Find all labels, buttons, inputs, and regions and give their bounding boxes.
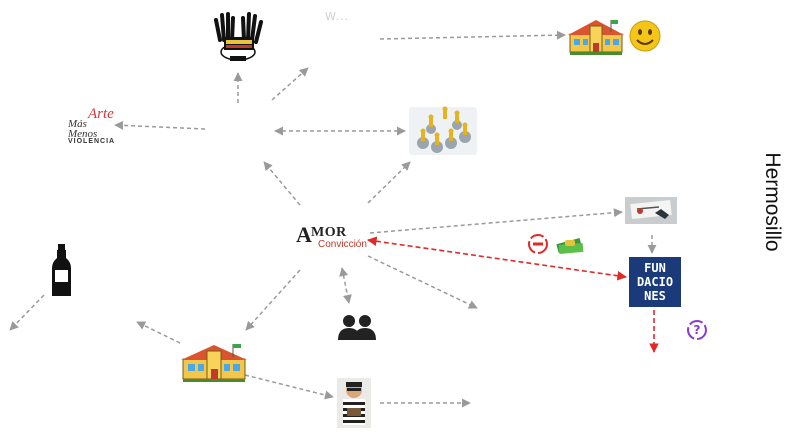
svg-text:?: ? (694, 323, 701, 337)
fundaciones-logo: FUN DACIO NES (629, 257, 681, 307)
arrow-double-people (339, 267, 352, 304)
arte-logo-line3: Menos (68, 128, 98, 140)
arrow-school-to-prisoner (244, 374, 334, 400)
amor-logo-initial: A (296, 222, 312, 247)
amor-conviccion-logo: A MOR Convicción (296, 218, 376, 254)
fundaciones-line3: NES (644, 289, 666, 303)
smiley-face-icon (629, 20, 661, 52)
prisoner-icon (337, 378, 371, 428)
city-label: Hermosillo (761, 152, 784, 252)
arrow-up-right (271, 67, 309, 101)
city-label-container: Hermosillo (752, 142, 792, 262)
arrow-center-up-left (263, 161, 301, 206)
arrow-school-left (136, 321, 181, 344)
arrow-center-to-network (367, 161, 411, 204)
hand-writing-photo-icon (625, 197, 677, 224)
amor-logo-rest: MOR (311, 225, 347, 240)
question-circle-icon: ? (687, 320, 707, 340)
arrow-bottle-down-left (9, 294, 45, 331)
arrow-center-to-photo (369, 208, 623, 234)
hands-logo-icon (214, 12, 263, 61)
arrow-to-arte (114, 120, 206, 130)
school-building-icon (181, 344, 247, 382)
fundaciones-line2: DACIO (636, 275, 674, 289)
arrow-center-lower-right (367, 255, 478, 309)
faint-top-label: W... (325, 10, 350, 23)
arte-mas-menos-violencia-logo: Arte Más Menos VIOLENCIA (62, 106, 118, 148)
arte-logo-line4: VIOLENCIA (68, 138, 116, 145)
arrow-top-to-smiley (379, 30, 566, 40)
arrow-center-to-school (245, 269, 301, 331)
network-people-icon (409, 106, 477, 155)
arrow-red-center-fundaciones (367, 236, 627, 281)
minus-circle-icon (528, 234, 548, 254)
arte-logo-line2: Más (68, 118, 87, 130)
fundaciones-line1: FUN (644, 261, 666, 275)
amor-logo-subtitle: Convicción (318, 239, 367, 250)
people-group-icon (338, 315, 376, 340)
money-bills-icon (556, 238, 584, 255)
bottle-icon (52, 244, 71, 296)
school-building-icon (568, 20, 624, 55)
arte-logo-line1: Arte (88, 106, 114, 122)
